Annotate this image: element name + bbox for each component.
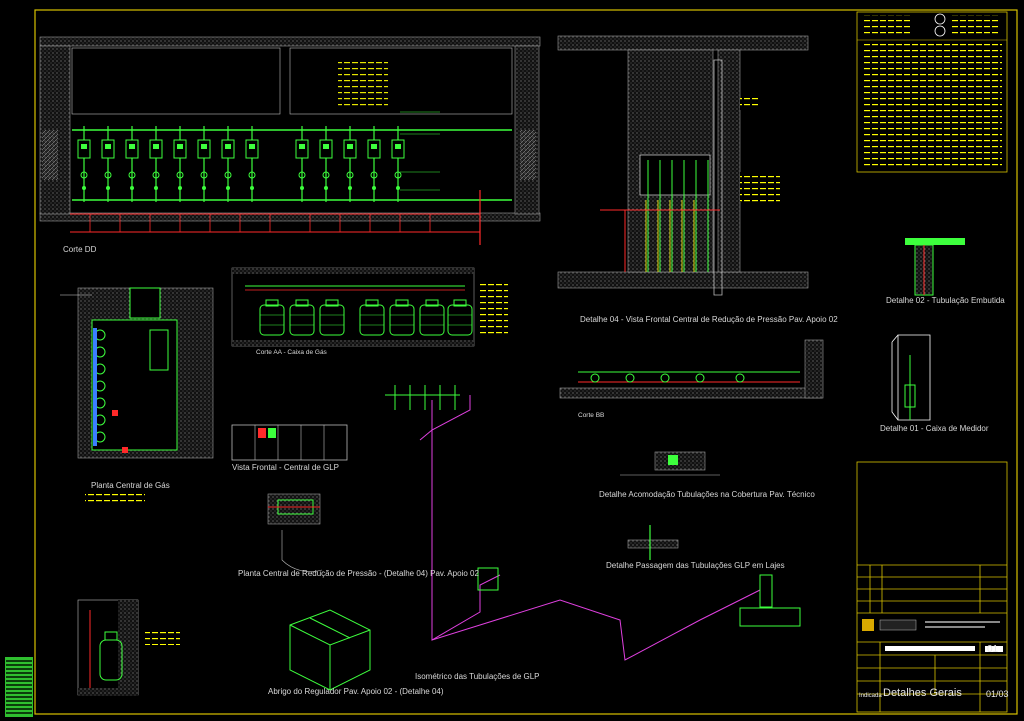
label-corte-bb: Corte BB: [578, 412, 605, 419]
section-corte-dd: [39, 36, 541, 245]
section-detalhe-01: [891, 334, 931, 421]
label-planta-reducao: Planta Central de Redução de Pressão - (…: [238, 569, 479, 578]
label-isometrico: Isométrico das Tubulações de GLP: [415, 672, 540, 681]
sheet-border: [34, 9, 1018, 715]
section-detalhe-02: [905, 238, 965, 296]
label-detalhe-passagem: Detalhe Passagem das Tubulações GLP em L…: [606, 561, 785, 570]
sheet-number: 01: [987, 644, 999, 655]
section-detalhe-passagem: [627, 525, 679, 560]
label-vista-frontal: Vista Frontal - Central de GLP: [232, 463, 340, 472]
label-detalhe-acomodacao: Detalhe Acomodação Tubulações na Cobertu…: [599, 490, 815, 499]
section-abrigo-regulador: [289, 609, 371, 691]
section-planta-reducao: [267, 493, 323, 572]
label-planta-central: Planta Central de Gás: [91, 481, 170, 490]
company-logo: [862, 619, 874, 631]
notes-block: [856, 11, 1008, 173]
section-planta-central: [60, 287, 214, 503]
label-detalhe-04: Detalhe 04 - Vista Frontal Central de Re…: [580, 315, 838, 324]
label-corte-dd: Corte DD: [63, 245, 97, 254]
layer-legend: [5, 657, 33, 717]
section-isometrico: [385, 385, 801, 661]
title-block: [856, 461, 1008, 713]
label-detalhe-02: Detalhe 02 - Tubulação Embutida: [886, 296, 1005, 305]
section-detalhe-acomodacao: [620, 451, 720, 476]
drawing-title: Detalhes Gerais: [883, 687, 962, 699]
label-corte-aa: Corte AA - Caixa de Gás: [256, 349, 327, 356]
section-vista-frontal: [231, 424, 348, 461]
section-corte-bb: [559, 339, 824, 399]
label-detalhe-01: Detalhe 01 - Caixa de Medidor: [880, 424, 989, 433]
section-elevacao: [77, 599, 180, 696]
sheet-index: 01/03: [986, 689, 1009, 699]
section-corte-aa: [231, 267, 508, 347]
scale-label: Indicada: [859, 693, 882, 699]
section-detalhe-04: [557, 35, 809, 296]
label-abrigo-regulador: Abrigo do Regulador Pav. Apoio 02 - (Det…: [268, 687, 444, 696]
